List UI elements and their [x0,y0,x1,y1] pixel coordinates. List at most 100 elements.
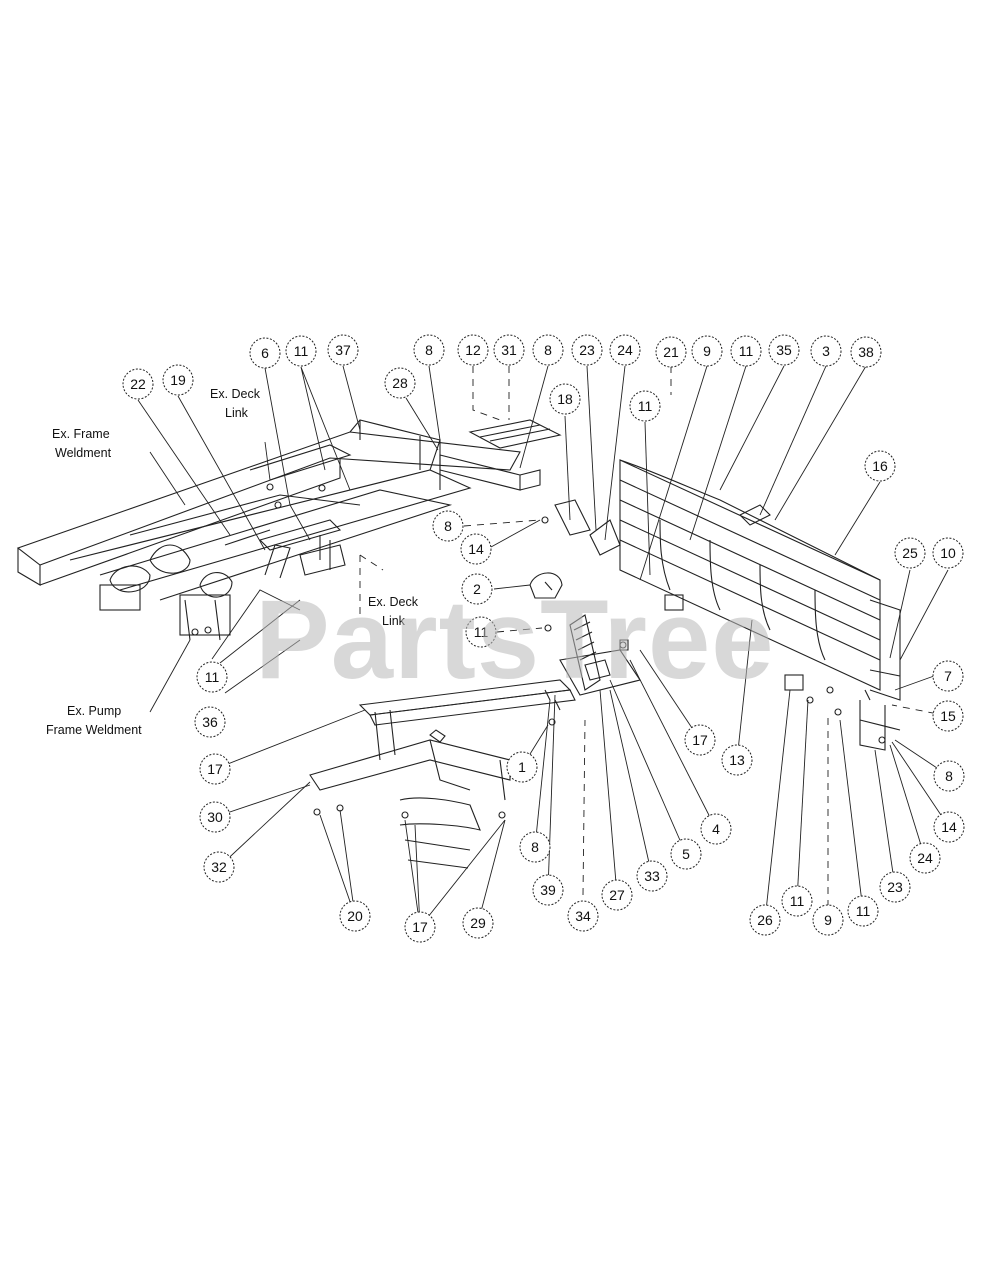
callout-13: 13 [721,744,753,776]
svg-text:15: 15 [940,708,956,724]
callout-32: 32 [203,851,235,883]
callout-4: 4 [700,813,732,845]
svg-text:27: 27 [609,887,625,903]
callout-39: 39 [532,874,564,906]
callout-8: 8 [413,334,445,366]
callout-2: 2 [461,573,493,605]
callout-15: 15 [932,700,964,732]
callout-19: 19 [162,364,194,396]
callout-10: 10 [932,537,964,569]
callout-35: 35 [768,334,800,366]
svg-text:14: 14 [941,819,957,835]
callout-23: 23 [571,334,603,366]
svg-text:11: 11 [856,903,871,919]
svg-text:Link: Link [382,614,406,628]
svg-text:Link: Link [225,406,249,420]
svg-text:34: 34 [575,908,591,924]
callout-18: 18 [549,383,581,415]
svg-text:26: 26 [757,912,773,928]
callout-31: 31 [493,334,525,366]
leader-lines [137,365,950,928]
callout-11: 11 [285,335,317,367]
callout-37: 37 [327,334,359,366]
callout-11: 11 [196,661,228,693]
callout-23: 23 [879,871,911,903]
callout-33: 33 [636,860,668,892]
callout-3: 3 [810,335,842,367]
callout-12: 12 [457,334,489,366]
svg-text:25: 25 [902,545,918,561]
svg-text:8: 8 [425,342,433,358]
callout-28: 28 [384,367,416,399]
svg-text:6: 6 [261,345,269,361]
svg-text:8: 8 [945,768,953,784]
svg-text:11: 11 [205,669,220,685]
callout-7: 7 [932,660,964,692]
callout-14: 14 [933,811,965,843]
callout-20: 20 [339,900,371,932]
svg-text:8: 8 [531,839,539,855]
svg-text:21: 21 [663,344,679,360]
svg-text:Frame Weldment: Frame Weldment [46,723,142,737]
frame-weldment-drawing [16,419,521,641]
svg-text:17: 17 [692,732,708,748]
svg-text:38: 38 [858,344,874,360]
callout-6: 6 [249,337,281,369]
svg-text:30: 30 [207,809,223,825]
svg-text:11: 11 [638,398,653,414]
svg-text:12: 12 [465,342,481,358]
svg-text:19: 19 [170,372,186,388]
callout-25: 25 [894,537,926,569]
callout-21: 21 [655,336,687,368]
callout-5: 5 [670,838,702,870]
svg-text:14: 14 [468,541,484,557]
callout-9: 9 [691,335,723,367]
callout-17: 17 [404,911,436,943]
callout-11: 11 [781,885,813,917]
callout-27: 27 [601,879,633,911]
svg-text:11: 11 [739,343,754,359]
callout-24: 24 [609,334,641,366]
hardware-drawing [266,483,886,744]
callout-17: 17 [199,753,231,785]
callout-38: 38 [850,336,882,368]
svg-text:9: 9 [703,343,711,359]
callout-11: 11 [629,390,661,422]
svg-text:Ex. Deck: Ex. Deck [368,595,419,609]
callout-34: 34 [567,900,599,932]
svg-text:39: 39 [540,882,556,898]
svg-text:17: 17 [412,919,428,935]
callout-36: 36 [194,706,226,738]
label-ex-pump-frame-weldment: Ex. Pump Frame Weldment [46,704,142,737]
label-ex-deck-link-top: Ex. Deck Link [210,387,261,420]
svg-text:Ex. Deck: Ex. Deck [210,387,261,401]
callout-8: 8 [532,334,564,366]
callout-11: 11 [465,616,497,648]
svg-text:24: 24 [917,850,933,866]
callout-26: 26 [749,904,781,936]
svg-text:11: 11 [474,624,489,640]
callout-9: 9 [812,904,844,936]
svg-text:4: 4 [712,821,720,837]
svg-text:22: 22 [130,376,146,392]
svg-text:32: 32 [211,859,227,875]
svg-text:36: 36 [202,714,218,730]
callout-1: 1 [506,751,538,783]
a-frame-drawing [309,679,576,869]
callout-24: 24 [909,842,941,874]
svg-text:35: 35 [776,342,792,358]
callout-30: 30 [199,801,231,833]
label-ex-frame-weldment: Ex. Frame Weldment [52,427,112,460]
svg-text:10: 10 [940,545,956,561]
callout-8: 8 [933,760,965,792]
plow-blade-drawing [619,459,901,751]
callout-16: 16 [864,450,896,482]
svg-text:5: 5 [682,846,690,862]
callout-11: 11 [730,335,762,367]
svg-text:28: 28 [392,375,408,391]
callout-8: 8 [519,831,551,863]
svg-text:18: 18 [557,391,573,407]
callout-29: 29 [462,907,494,939]
